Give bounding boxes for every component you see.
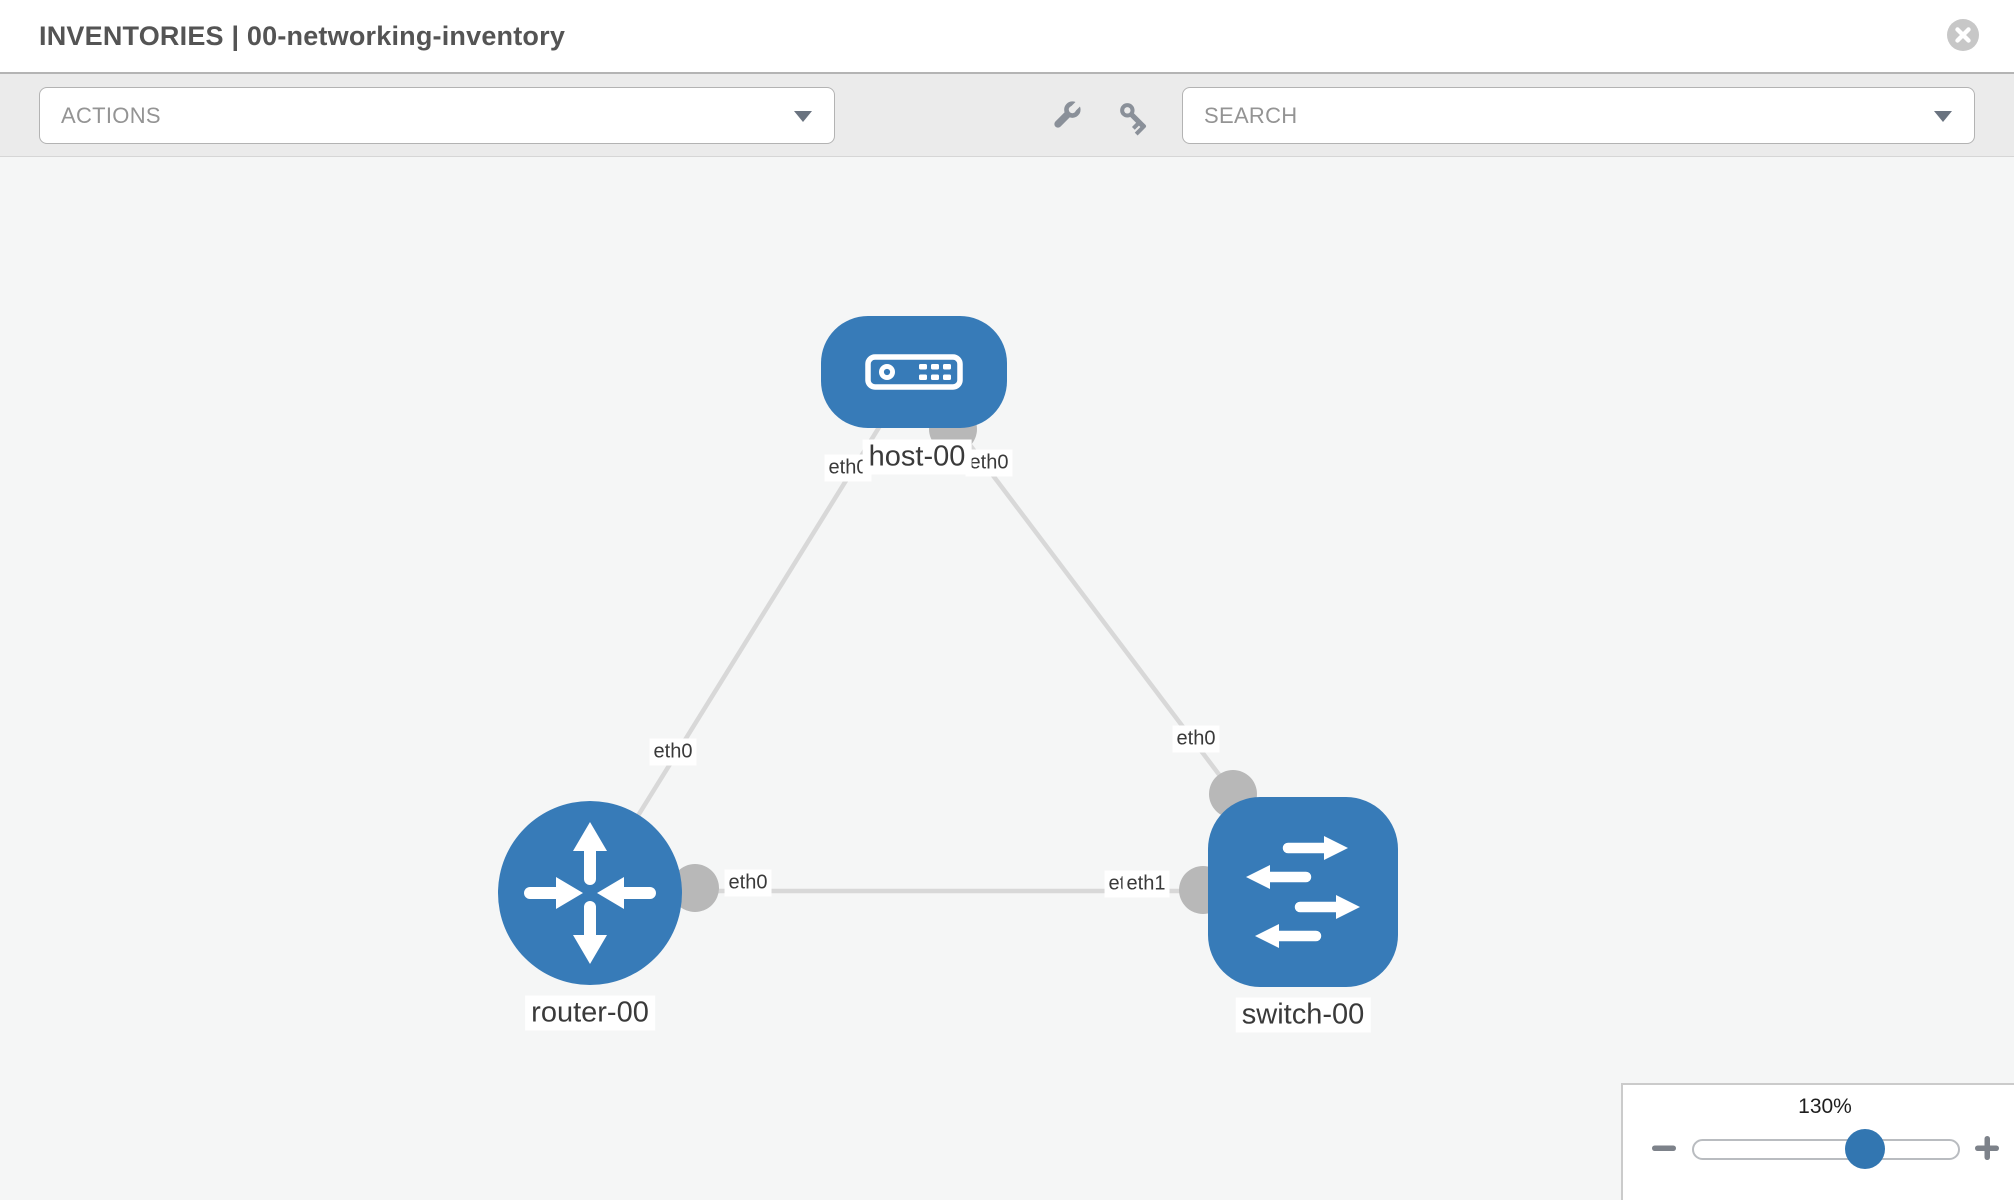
node-host-00[interactable] — [821, 316, 1007, 428]
node-label-host: host-00 — [862, 439, 972, 475]
switch-icon — [1246, 836, 1360, 948]
chevron-down-icon — [794, 110, 812, 122]
zoom-in-button[interactable] — [1972, 1133, 2002, 1163]
close-button[interactable] — [1946, 18, 1980, 52]
chevron-down-icon — [1934, 110, 1952, 122]
toolbar: ACTIONS — [0, 72, 2014, 157]
zoom-level-text: 130% — [1798, 1095, 1852, 1118]
node-router-00[interactable] — [498, 801, 682, 985]
host-icon — [865, 354, 963, 390]
page-title: INVENTORIES | 00-networking-inventory — [39, 20, 566, 51]
interface-label-overlap: eth0 eth1 — [1104, 870, 1170, 898]
plus-icon — [1975, 1136, 1999, 1160]
interface-label: eth0 — [724, 869, 772, 897]
wrench-icon — [1054, 98, 1084, 128]
search-select[interactable]: SEARCH — [1182, 87, 1975, 144]
router-icon — [524, 822, 656, 964]
interface-label: eth0 — [965, 449, 1013, 477]
close-icon — [1947, 19, 1979, 51]
minus-icon — [1652, 1145, 1676, 1151]
wrench-button[interactable] — [1046, 96, 1086, 136]
key-button[interactable] — [1113, 96, 1153, 136]
key-icon — [1120, 103, 1147, 136]
interface-label: eth0 — [649, 738, 697, 766]
search-select-label: SEARCH — [1204, 102, 1298, 128]
zoom-panel: 130% — [1621, 1083, 2014, 1200]
interface-connector — [671, 864, 719, 912]
interface-label: eth1 — [1122, 870, 1170, 898]
zoom-out-button[interactable] — [1649, 1133, 1679, 1163]
node-label-router: router-00 — [525, 995, 655, 1031]
actions-select[interactable]: ACTIONS — [39, 87, 835, 144]
interface-label: eth0 — [1172, 725, 1220, 753]
header: INVENTORIES | 00-networking-inventory — [0, 0, 2014, 72]
topology-canvas[interactable]: eth0 eth0 eth0 eth0 eth0 eth0 eth1 host-… — [0, 157, 2014, 1200]
zoom-slider-thumb[interactable] — [1845, 1129, 1885, 1169]
zoom-slider[interactable] — [1692, 1139, 1960, 1160]
actions-select-label: ACTIONS — [61, 102, 161, 128]
node-switch-00[interactable] — [1208, 797, 1398, 987]
node-label-switch: switch-00 — [1235, 997, 1371, 1033]
